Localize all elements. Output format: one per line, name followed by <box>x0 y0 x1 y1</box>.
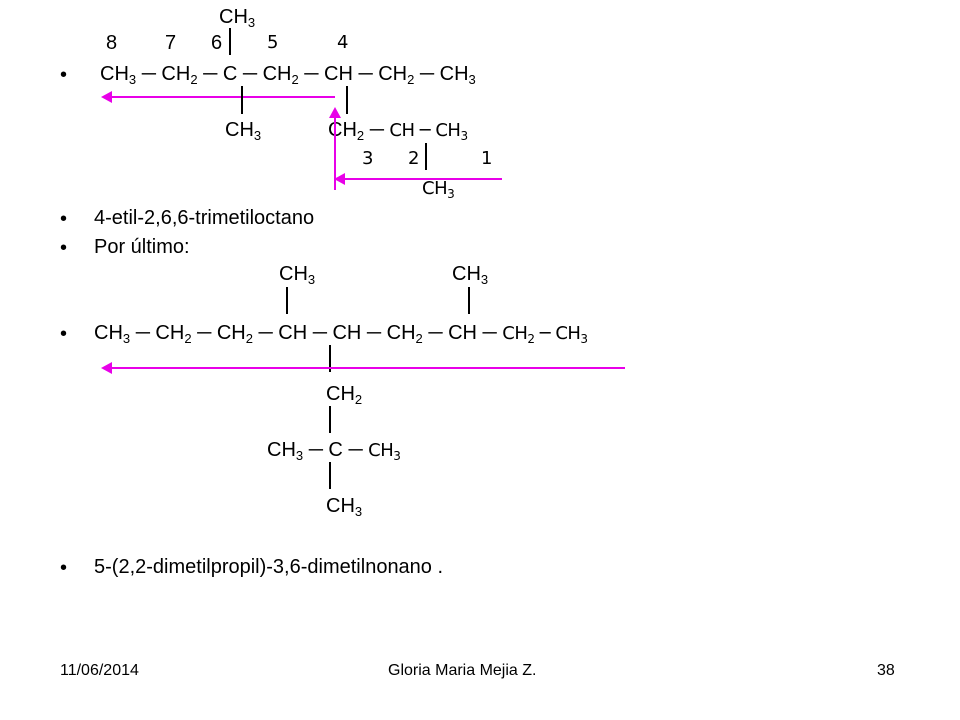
compound-name-2: 5-(2,2-dimetilpropil)-3,6-dimetilnonano … <box>94 556 444 578</box>
bullet-2: • <box>60 208 68 230</box>
s1-branch-number-1: 1 <box>481 148 492 169</box>
s1-numbering-arrow-main <box>101 91 335 103</box>
s2-bond-ch2-top <box>329 345 331 372</box>
s1-numbering-arrow-up <box>329 107 341 190</box>
s1-numbering-arrow-branch <box>334 173 502 185</box>
s2-bottom-methyl: CH3 <box>326 495 363 519</box>
s1-number-6: 6 <box>211 32 223 54</box>
bullet-5: • <box>60 557 68 579</box>
s1-branch-number-2: 2 <box>408 148 419 169</box>
s2-numbering-arrow <box>101 362 625 374</box>
compound-name-1: 4-etil-2,6,6-trimetiloctano <box>94 207 315 229</box>
s1-number-8: 8 <box>106 32 118 54</box>
s1-ethyl-chain: CH2 ─ CH ─ CH3 <box>328 119 468 143</box>
footer-date: 11/06/2014 <box>60 662 139 679</box>
s2-bond-bottom-methyl <box>329 462 331 489</box>
s1-number-4: 4 <box>337 32 348 53</box>
footer-page-number: 38 <box>877 662 895 679</box>
s2-top-methyl-left: CH3 <box>279 263 316 287</box>
s1-c3-methyl: CH3 <box>225 119 262 143</box>
s2-top-methyl-right: CH3 <box>452 263 489 287</box>
s1-number-7: 7 <box>165 32 177 54</box>
s1-bond-methyl-top <box>229 28 231 55</box>
s1-bond-c3-methyl <box>241 86 243 114</box>
s1-number-5: 5 <box>267 32 278 53</box>
s1-bond-ethyl <box>346 86 348 114</box>
footer-author: Gloria Maria Mejia Z. <box>388 662 537 679</box>
s2-bond-ch2-bottom <box>329 406 331 433</box>
bullet-3: • <box>60 237 68 259</box>
s2-branch-ch2: CH2 <box>326 383 363 407</box>
s1-branch-number-3: 3 <box>362 148 373 169</box>
s1-bottom-methyl: CH3 <box>422 178 455 201</box>
s1-top-methyl: CH3 <box>219 6 256 30</box>
intro-text: Por último: <box>94 236 190 258</box>
s1-bond-bottom-methyl <box>425 143 427 170</box>
s1-main-chain: CH3 ─ CH2 ─ C ─ CH2 ─ CH ─ CH2 ─ CH3 <box>100 63 476 87</box>
s2-quaternary-row: CH3 ─ C ─ CH3 <box>267 439 401 463</box>
s2-bond-methyl-right <box>468 287 470 314</box>
bullet-4: • <box>60 323 68 345</box>
s2-main-chain: CH3 ─ CH2 ─ CH2 ─ CH ─ CH ─ CH2 ─ CH ─ C… <box>94 322 588 346</box>
bullet-1: • <box>60 64 68 86</box>
s2-bond-methyl-left <box>286 287 288 314</box>
